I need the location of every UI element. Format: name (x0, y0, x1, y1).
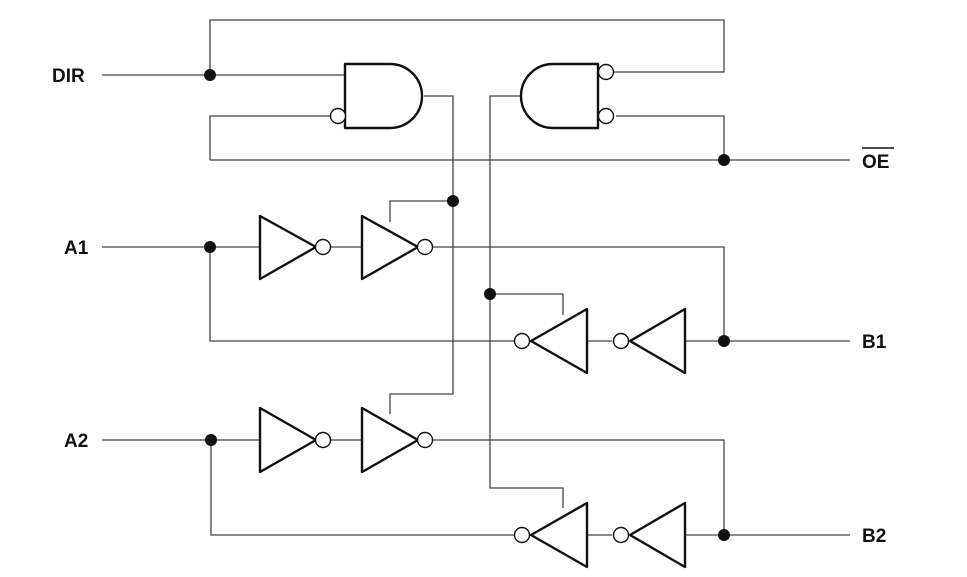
label-b1: B1 (862, 332, 887, 353)
wires (102, 19, 850, 536)
and-gate-2 (519, 62, 600, 130)
tristate-buffer-a2 (360, 406, 420, 474)
tristate-buffer-a2-bubble (416, 431, 434, 449)
wire-a1-output (433, 246, 725, 341)
and-gate-1-invert-bubble (329, 107, 347, 125)
inverter-b1-1 (628, 307, 687, 375)
tristate-buffer-b2 (529, 501, 589, 569)
tristate-buffer-b1 (529, 307, 589, 375)
wire-and1-enable-a1 (389, 200, 453, 222)
wire-oe-to-and2 (616, 115, 725, 160)
junction-oe (718, 154, 730, 166)
junction-dir (204, 69, 216, 81)
tristate-buffer-b1-bubble (513, 332, 531, 350)
inverter-b2-1-bubble (612, 526, 630, 544)
junctions (204, 69, 730, 541)
wire-and2-output (489, 95, 564, 508)
label-dir: DIR (52, 66, 85, 87)
wire-oe-to-and1 (209, 115, 330, 160)
label-oe: OE (862, 152, 889, 173)
labels: DIR OE A1 B1 A2 B2 (52, 66, 894, 547)
wire-a2-output (433, 439, 725, 535)
junction-and2-enable (484, 288, 496, 300)
junction-b2 (718, 529, 730, 541)
junction-a2 (205, 434, 217, 446)
tristate-buffer-b2-bubble (513, 526, 531, 544)
junction-a1 (204, 241, 216, 253)
label-a1: A1 (64, 238, 89, 259)
and-gate-2-invert-bubble-bottom (597, 107, 615, 125)
wire-and1-output (389, 95, 454, 414)
wire-and2-enable-b1 (490, 293, 564, 315)
inverter-a1-1 (258, 214, 318, 281)
inverter-a2-1 (258, 406, 318, 474)
inverter-b1-1-bubble (612, 332, 630, 350)
wire-b1-return (209, 247, 514, 342)
junction-b1 (718, 335, 730, 347)
gates (258, 62, 687, 569)
tristate-buffer-a1-bubble (416, 238, 434, 256)
and-gate-2-invert-bubble-top (597, 63, 615, 81)
and-gate-1 (343, 62, 424, 130)
inverter-a2-1-bubble (314, 431, 332, 449)
wire-dir-loop-top (209, 19, 725, 75)
tristate-buffer-a1 (360, 214, 420, 281)
label-b2: B2 (862, 526, 886, 547)
junction-and1-enable (447, 195, 459, 207)
inverter-a1-1-bubble (314, 238, 332, 256)
label-a2: A2 (64, 431, 88, 452)
wire-b2-return (210, 440, 514, 536)
inverter-b2-1 (628, 501, 687, 569)
